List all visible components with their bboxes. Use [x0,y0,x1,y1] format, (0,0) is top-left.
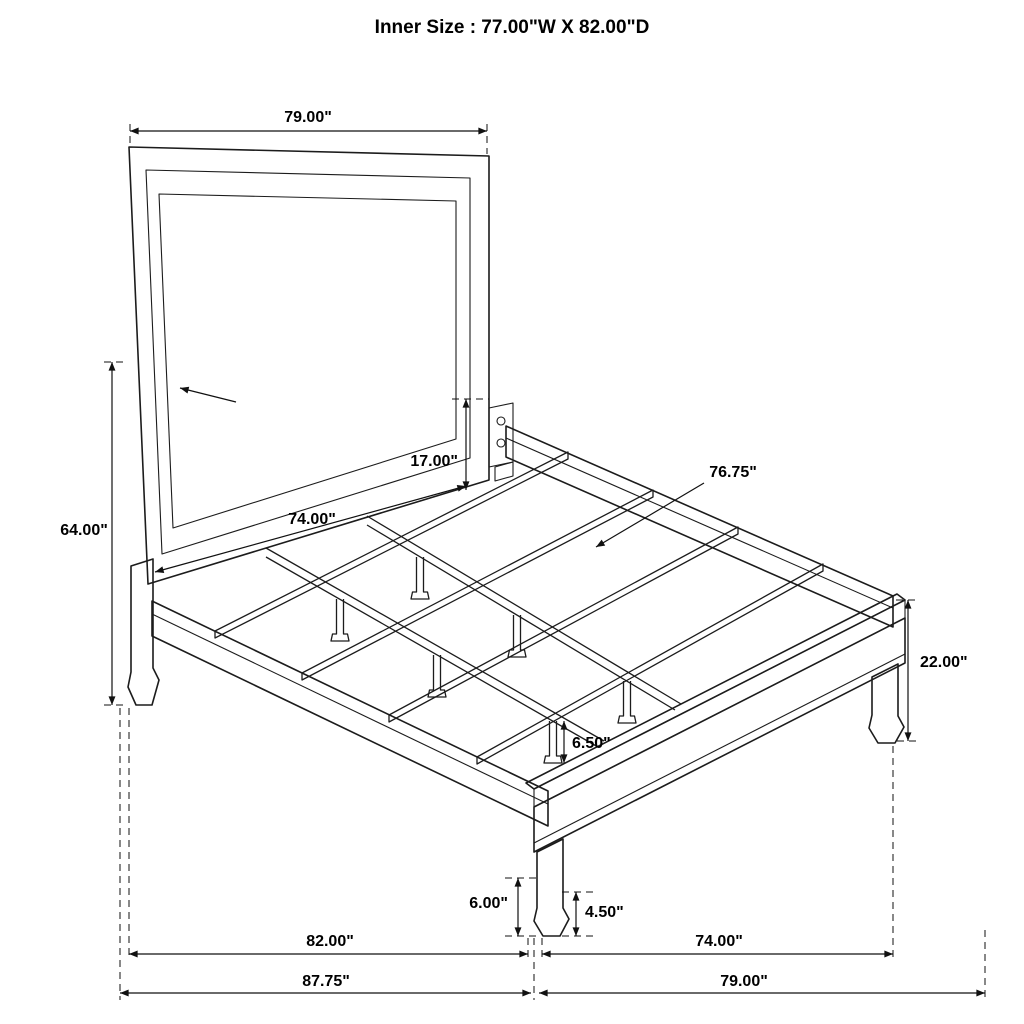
support-leg [543,721,563,764]
bracket-hook-plate [494,461,514,482]
support-leg [410,557,430,600]
center-rail-far [366,515,682,711]
footboard-panel-line [533,653,906,844]
far-side-rail [505,425,894,628]
dim-label-panel-height: 17.00" [410,453,458,470]
center-rail-near [265,547,605,748]
near-side-rail-ledge [151,613,549,805]
dim-label-center-leg-height: 6.50" [572,735,611,752]
extension-lines [104,124,986,1000]
dim-label-overall-width: 79.00" [720,973,768,990]
dim-label-headboard-height: 64.00" [60,522,108,539]
dim-label-footboard-inner-width: 74.00" [695,933,743,950]
rail-bracket [488,402,514,468]
far-side-rail-ledge [505,437,894,609]
center-support-rails [265,515,682,748]
slat-2 [301,489,654,681]
bracket-bolt-top [496,416,506,426]
dim-label-side-rail-length: 82.00" [306,933,354,950]
dimension-lines [108,127,985,997]
dim-label-footboard-leg-height: 6.00" [469,895,508,912]
leader-slat-support-length [595,482,705,548]
support-leg [330,599,350,642]
diagram-title: Inner Size : 77.00"W X 82.00"D [375,17,650,38]
dim-label-footboard-foot-height: 4.50" [585,904,624,921]
headboard-outer-frame [128,146,490,585]
dim-line-headboard-inner-width [154,484,467,574]
headboard-frame-inner-line [145,169,471,555]
headboard-inner-panel [158,193,457,529]
footboard-cap-front [533,599,906,808]
near-side-rail [151,600,549,827]
slat-3 [388,526,739,723]
panel-leader-arrow [179,386,237,403]
headboard [127,146,514,706]
dim-label-overall-depth: 87.75" [302,973,350,990]
dim-label-slat-support-length: 76.75" [709,464,757,481]
slats [214,451,824,765]
bracket-bolt-bottom [496,438,506,448]
center-support-legs [330,557,637,764]
dim-label-footboard-height: 22.00" [920,654,968,671]
side-rails [151,425,894,827]
support-leg [427,655,447,698]
support-leg [617,681,637,724]
bed-frame-drawing [127,146,906,937]
dim-label-headboard-inner-width: 74.00" [288,511,336,528]
footboard-left-leg [533,838,570,937]
labels: Inner Size : 77.00"W X 82.00"D 79.00" 64… [60,17,967,990]
footboard-right-leg [868,663,905,744]
support-leg [507,615,527,658]
slat-1 [214,451,569,639]
dim-label-headboard-width: 79.00" [284,109,332,126]
headboard-left-leg [127,558,160,706]
slat-4 [476,563,824,765]
